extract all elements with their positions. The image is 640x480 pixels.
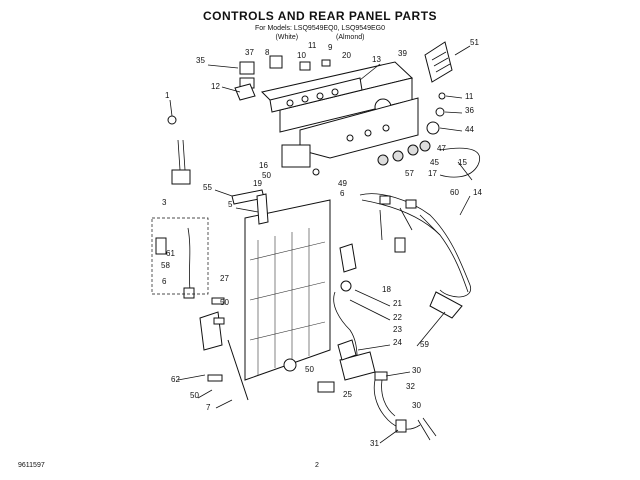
page-number: 2: [315, 462, 319, 469]
page-title: CONTROLS AND REAR PANEL PARTS: [202, 9, 438, 23]
callout-label: 35: [196, 56, 205, 65]
callout-label: 6: [340, 189, 345, 198]
drain-hose: [317, 291, 437, 441]
callout-label: 30: [412, 366, 421, 375]
callout-label: 36: [465, 106, 474, 115]
callout-label: 6: [162, 277, 167, 286]
callout-label: 37: [245, 48, 254, 57]
small-parts: [211, 144, 357, 361]
callout-label: 11: [308, 41, 317, 50]
callout-label: 59: [420, 340, 429, 349]
callout-label: 57: [405, 169, 414, 178]
callout-label: 11: [465, 92, 474, 101]
callout-label: 30: [412, 401, 421, 410]
color-variants: (White) (Almond): [0, 34, 640, 41]
callout-label: 27: [220, 274, 229, 283]
callout-label: 22: [393, 313, 402, 322]
callout-label: 3: [162, 198, 167, 207]
callout-label: 18: [382, 285, 391, 294]
callout-label: 25: [343, 390, 352, 399]
callout-label: 50: [262, 171, 271, 180]
callout-label: 39: [398, 49, 407, 58]
callout-label: 60: [450, 188, 459, 197]
callout-label: 17: [428, 169, 437, 178]
callout-label: 32: [406, 382, 415, 391]
callout-label: 16: [259, 161, 268, 170]
lower-left-brackets: [199, 311, 249, 401]
callout-label: 21: [393, 299, 402, 308]
callout-label: 31: [370, 439, 379, 448]
callout-label: 45: [430, 158, 439, 167]
callout-label: 19: [253, 179, 262, 188]
callout-label: 47: [437, 144, 446, 153]
model-numbers: For Models: LSQ9549EQ0, LSQ9549EG0: [255, 25, 385, 32]
callout-label: 14: [473, 188, 482, 197]
callout-label: 12: [211, 82, 220, 91]
callout-label: 62: [171, 375, 180, 384]
switch-parts: [234, 55, 331, 101]
rear-panel: [244, 199, 331, 381]
callout-label: 8: [265, 48, 270, 57]
callout-label: 5: [228, 200, 233, 209]
callout-label: 13: [372, 55, 381, 64]
callout-label: 44: [465, 125, 474, 134]
callout-label: 15: [458, 158, 467, 167]
callout-label: 51: [470, 38, 479, 47]
leader-lines: [169, 45, 473, 444]
callout-label: 61: [166, 249, 175, 258]
callout-label: 1: [165, 91, 170, 100]
callout-label: 50: [190, 391, 199, 400]
control-knobs: [377, 92, 446, 166]
inlet-hose: [151, 115, 209, 299]
callout-label: 20: [342, 51, 351, 60]
timer-bracket: [424, 41, 453, 83]
document-number: 9611597: [18, 462, 45, 469]
callout-label: 50: [305, 365, 314, 374]
callout-label: 55: [203, 183, 212, 192]
callout-label: 49: [338, 179, 347, 188]
callout-labels: 1 3 5 6 6 7 8 9 10 11 11 12 13 14 15 16 …: [161, 38, 482, 448]
wiring-harness: [359, 147, 481, 319]
callout-label: 24: [393, 338, 402, 347]
callout-label: 9: [328, 43, 333, 52]
callout-label: 50: [220, 298, 229, 307]
callout-label: 10: [297, 51, 306, 60]
callout-label: 7: [206, 403, 211, 412]
variant-white: (White): [275, 34, 299, 41]
callout-label: 23: [393, 325, 402, 334]
variant-almond: (Almond): [336, 34, 365, 41]
callout-label: 58: [161, 261, 170, 270]
